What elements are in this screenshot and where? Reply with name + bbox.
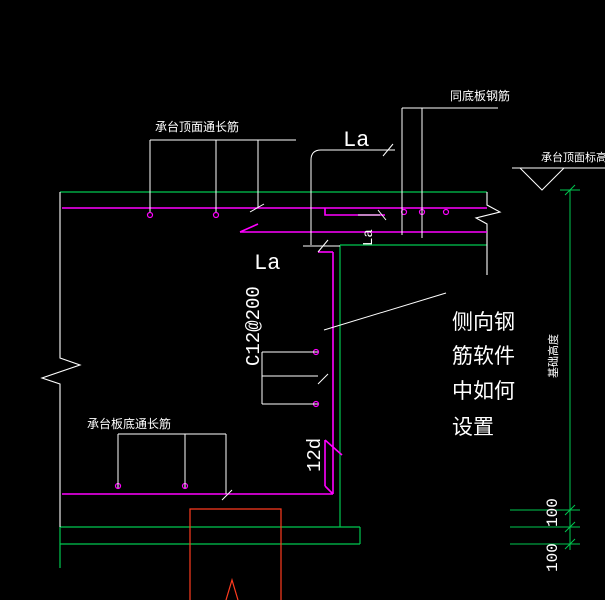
dimension-chain: [510, 184, 580, 550]
pile: [189, 508, 282, 600]
dim-100-upper-label: 100: [544, 498, 562, 527]
right-break-line: [474, 192, 502, 275]
rebars: [62, 207, 487, 495]
la-right-label: La: [361, 229, 377, 246]
hook-12d: [324, 439, 343, 456]
cap-top-elevation-label: 承台顶面标高: [541, 150, 605, 164]
cap-thickness-label: 基础高度: [546, 334, 560, 378]
hook-bend: [324, 485, 334, 495]
question-line-4: 设置: [452, 415, 494, 439]
question-line-2: 筋软件: [452, 344, 515, 368]
question-line-1: 侧向钢: [452, 310, 515, 334]
left-break-line: [40, 192, 82, 527]
slab-bar-hook: [239, 223, 259, 233]
la-lower-label: La: [254, 251, 280, 276]
question-line-3: 中如何: [452, 379, 515, 403]
concrete-outline: [59, 191, 487, 568]
dim-100-lower-label: 100: [544, 543, 562, 572]
annotation-leaders: [117, 107, 605, 501]
cap-top-bar-return: [324, 208, 385, 216]
top-long-bar-label: 承台顶面通长筋: [155, 119, 239, 134]
side-bar-spec-label: C12@200: [243, 286, 265, 366]
la-upper-label: La: [343, 128, 369, 153]
same-as-bottom-bar-label: 同底板钢筋: [450, 88, 510, 103]
rebar-dots: [114, 208, 450, 490]
bottom-long-bar-label: 承台板底通长筋: [87, 416, 171, 431]
hook-length-label: 12d: [304, 438, 326, 472]
